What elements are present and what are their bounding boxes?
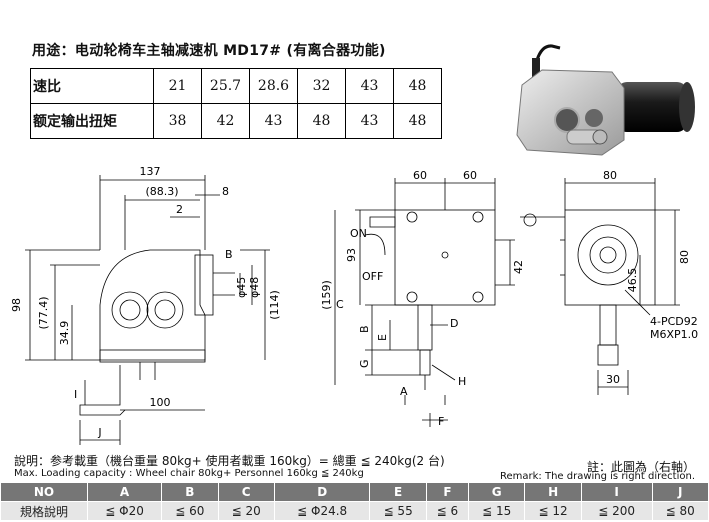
header-cell: I	[580, 482, 653, 502]
table-cell: 25.7	[201, 68, 250, 104]
dim-label: E	[376, 334, 389, 341]
dim-label: 8	[222, 185, 229, 198]
table-row: 規格說明 ≦ Φ20 ≦ 60 ≦ 20 ≦ Φ24.8 ≦ 55 ≦ 6 ≦ …	[0, 501, 709, 521]
header-cell: E	[369, 482, 427, 502]
table-cell: ≦ 15	[467, 501, 526, 521]
dim-label: H	[458, 375, 466, 388]
page-title: 用途：电动轮椅车主轴减速机 MD17# (有离合器功能)	[32, 43, 386, 59]
dim-label: 42	[512, 260, 525, 274]
load-note-en: Max. Loading capacity : Wheel chair 80kg…	[14, 468, 364, 479]
header-cell: J	[651, 482, 709, 502]
dim-label: 60	[413, 169, 427, 182]
gear-motor-photo	[516, 44, 695, 156]
table-cell: ≦ 20	[217, 501, 275, 521]
header-cell: H	[524, 482, 582, 502]
row-label: 额定输出扭矩	[30, 103, 154, 139]
table-cell: ≦ 12	[524, 501, 582, 521]
table-cell: ≦ Φ24.8	[273, 501, 371, 521]
dim-label: 137	[140, 165, 161, 178]
spec-table: 速比 21 25.7 28.6 32 43 48 额定输出扭矩 38 42 43…	[30, 68, 442, 139]
dim-label: 2	[176, 203, 183, 216]
table-cell: 43	[345, 103, 394, 139]
table-cell: ≦ 200	[580, 501, 653, 521]
table-cell: ≦ 6	[425, 501, 469, 521]
dims-table: NO A B C D E F G H I J 規格說明 ≦ Φ20 ≦ 60 ≦…	[0, 482, 709, 521]
dim-label: φ48	[248, 277, 261, 298]
dim-label: B	[225, 248, 233, 261]
table-cell: 28.6	[249, 68, 298, 104]
table-cell: 42	[201, 103, 250, 139]
table-cell: ≦ 80	[651, 501, 709, 521]
dim-label: 100	[150, 396, 171, 409]
dim-label: 30	[606, 373, 620, 386]
table-cell: 48	[393, 103, 442, 139]
table-header-row: NO A B C D E F G H I J	[0, 482, 709, 502]
technical-drawing: 137 (88.3) 8 2 B φ45 φ48 98 (77.4) 34.9 …	[10, 165, 698, 445]
table-cell: 38	[153, 103, 202, 139]
header-cell: G	[467, 482, 526, 502]
pcd-label: 4-PCD92	[650, 315, 698, 328]
dim-label: C	[336, 298, 344, 311]
dim-label: J	[97, 426, 101, 439]
header-cell: D	[273, 482, 371, 502]
header-cell: F	[425, 482, 469, 502]
dim-label: (159)	[320, 280, 333, 310]
header-cell: NO	[0, 482, 88, 502]
table-cell: 規格說明	[0, 501, 88, 521]
table-cell: ≦ 60	[161, 501, 219, 521]
header-cell: B	[161, 482, 219, 502]
clutch-on-label: ON	[350, 227, 367, 240]
dim-label: 60	[463, 169, 477, 182]
dim-label: (77.4)	[37, 296, 50, 329]
clutch-off-label: OFF	[362, 270, 383, 283]
dim-label: (88.3)	[145, 185, 178, 198]
dim-label: 46.5	[626, 268, 639, 293]
dim-label: A	[400, 385, 408, 398]
table-cell: 48	[393, 68, 442, 104]
table-cell: 21	[153, 68, 202, 104]
remark-en: Remark: The drawing is right direction.	[500, 471, 695, 482]
table-cell: 43	[345, 68, 394, 104]
dim-label: φ45	[235, 277, 248, 298]
dim-label: 93	[345, 248, 358, 262]
dim-label: 98	[10, 298, 23, 312]
table-row: 额定输出扭矩 38 42 43 48 43 48	[30, 103, 442, 139]
load-note-zh: 說明：参考載重（機台重量 80kg+ 使用者載重 160kg）= 總重 ≦ 24…	[14, 454, 445, 468]
table-cell: ≦ Φ20	[86, 501, 163, 521]
table-cell: 43	[249, 103, 298, 139]
dim-label: 80	[678, 250, 691, 264]
dim-label: G	[358, 359, 371, 368]
remark-zh: 註：此圖為（右軸）	[586, 460, 695, 474]
dim-label: D	[450, 317, 458, 330]
table-cell: 32	[297, 68, 346, 104]
table-cell: 48	[297, 103, 346, 139]
dim-label: 34.9	[58, 321, 71, 346]
dim-label: 80	[603, 169, 617, 182]
header-cell: A	[86, 482, 163, 502]
dim-label: I	[74, 388, 77, 401]
thread-label: M6XP1.0	[650, 328, 698, 341]
dim-label: (114)	[268, 290, 281, 320]
table-cell: ≦ 55	[369, 501, 427, 521]
table-row: 速比 21 25.7 28.6 32 43 48	[30, 68, 442, 104]
dim-label: B	[358, 325, 371, 333]
row-label: 速比	[30, 68, 154, 104]
header-cell: C	[217, 482, 275, 502]
dim-label: F	[438, 415, 444, 428]
